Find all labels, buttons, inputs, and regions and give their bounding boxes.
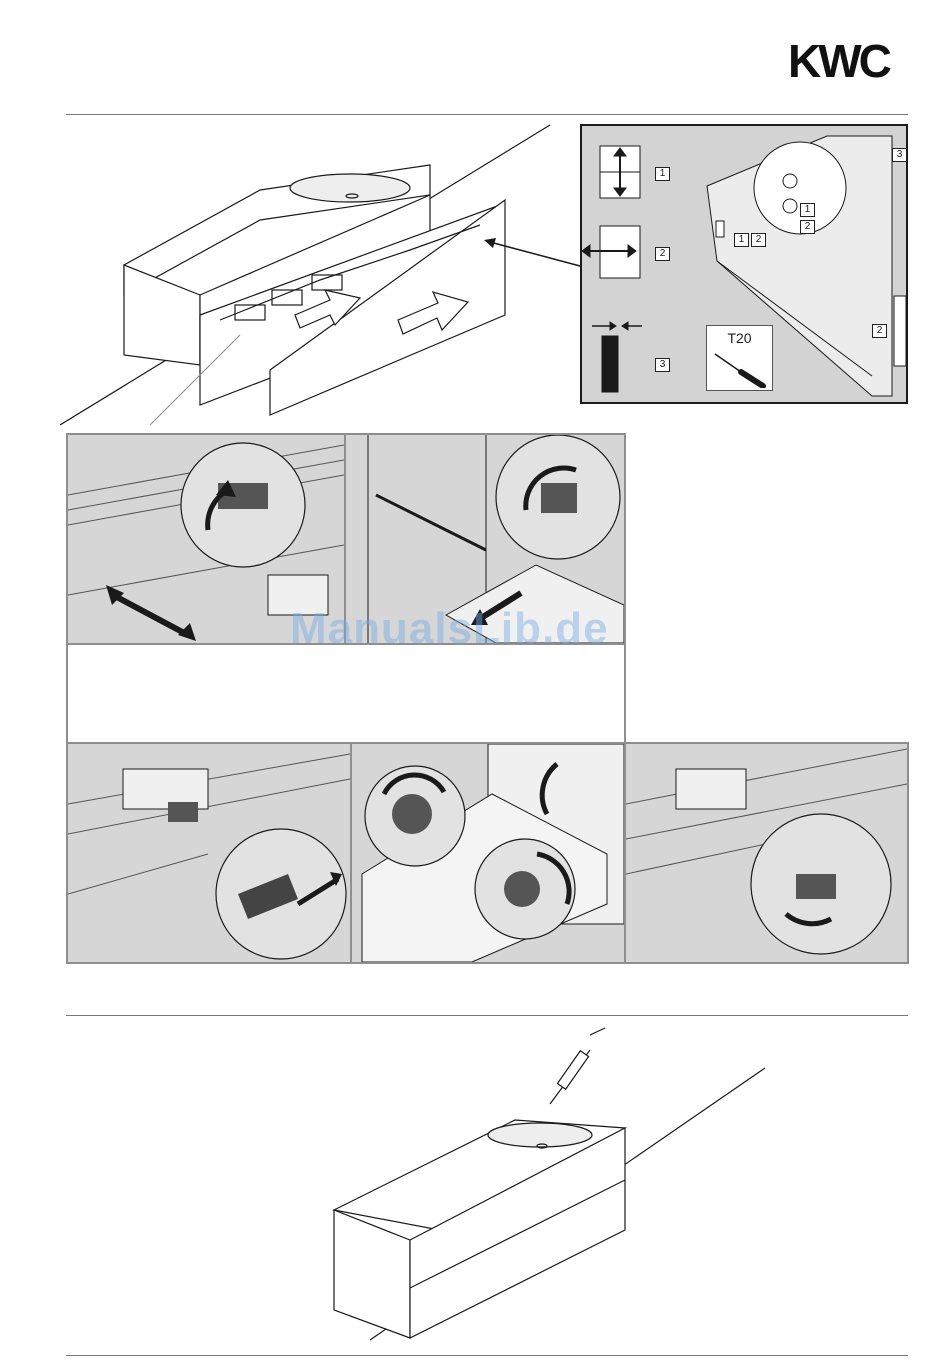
screw-label-1: 1 (734, 233, 749, 247)
runner-reattach-drawing (626, 744, 907, 962)
footer-rule (66, 1355, 908, 1356)
detail-label-1: 1 (800, 203, 815, 217)
corner-label-3: 3 (892, 148, 907, 162)
silicone-sealing-illustration (330, 1020, 780, 1350)
watermark-text: ManualsLib.de (290, 604, 609, 654)
blank-step-area (66, 645, 626, 743)
screwdriver-icon (707, 348, 772, 388)
detail-label-2: 2 (800, 220, 815, 234)
step-panel-front-adjust (350, 742, 626, 964)
runner-label-2: 2 (872, 324, 887, 338)
adjust-label-3-tilt: 3 (655, 358, 670, 372)
torx-t20-tool: T20 (706, 325, 773, 391)
header-rule (66, 114, 908, 115)
kwc-logo: KWC (788, 38, 889, 84)
step-panel-runner-reattach (624, 742, 909, 964)
step-panel-slide-lock (66, 742, 352, 964)
pointer-arrow (480, 230, 590, 275)
adjust-label-2-horizontal: 2 (655, 247, 670, 261)
adjust-label-1-vertical: 1 (655, 167, 670, 181)
slide-lock-drawing (68, 744, 350, 962)
vanity-drawer-illustration (60, 120, 580, 430)
tool-size-label: T20 (707, 330, 772, 346)
front-adjust-drawing (352, 744, 624, 962)
screw-label-2: 2 (751, 233, 766, 247)
section-rule (66, 1015, 908, 1016)
